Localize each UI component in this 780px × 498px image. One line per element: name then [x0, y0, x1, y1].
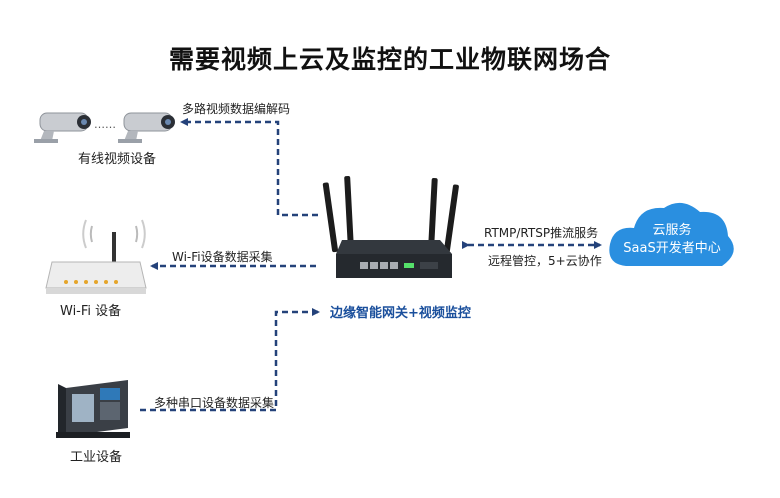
wifi-device-label: Wi-Fi 设备: [60, 304, 122, 319]
gateway-label: 边缘智能网关+视频监控: [330, 306, 471, 321]
wifi-router-icon: [45, 219, 147, 294]
wifi-link-label: Wi-Fi设备数据采集: [172, 250, 273, 264]
industrial-link: [140, 308, 320, 412]
camera-link: [180, 118, 318, 217]
industrial-machine-icon: [56, 380, 130, 438]
cloud-label-line2: SaaS开发者中心: [623, 241, 721, 256]
industrial-link-label: 多种串口设备数据采集: [154, 396, 275, 410]
camera-icon: [34, 112, 91, 143]
page-title: 需要视频上云及监控的工业物联网场合: [168, 45, 611, 74]
cloud-label: 云服务 SaaS开发者中心: [614, 222, 730, 258]
cloud-link-label-bottom: 远程管控，5+云协作: [488, 254, 602, 268]
cloud-link-label-top: RTMP/RTSP推流服务: [484, 226, 599, 240]
camera-link-label: 多路视频数据编解码: [182, 102, 291, 116]
camera-ellipsis: ……: [94, 118, 116, 131]
cloud-label-line1: 云服务: [652, 223, 692, 238]
industrial-device-label: 工业设备: [70, 450, 123, 465]
gateway-router-icon: [322, 176, 459, 278]
camera-device-label: 有线视频设备: [78, 152, 157, 167]
cloud-shape: [609, 202, 734, 266]
camera-icon: [118, 112, 175, 143]
